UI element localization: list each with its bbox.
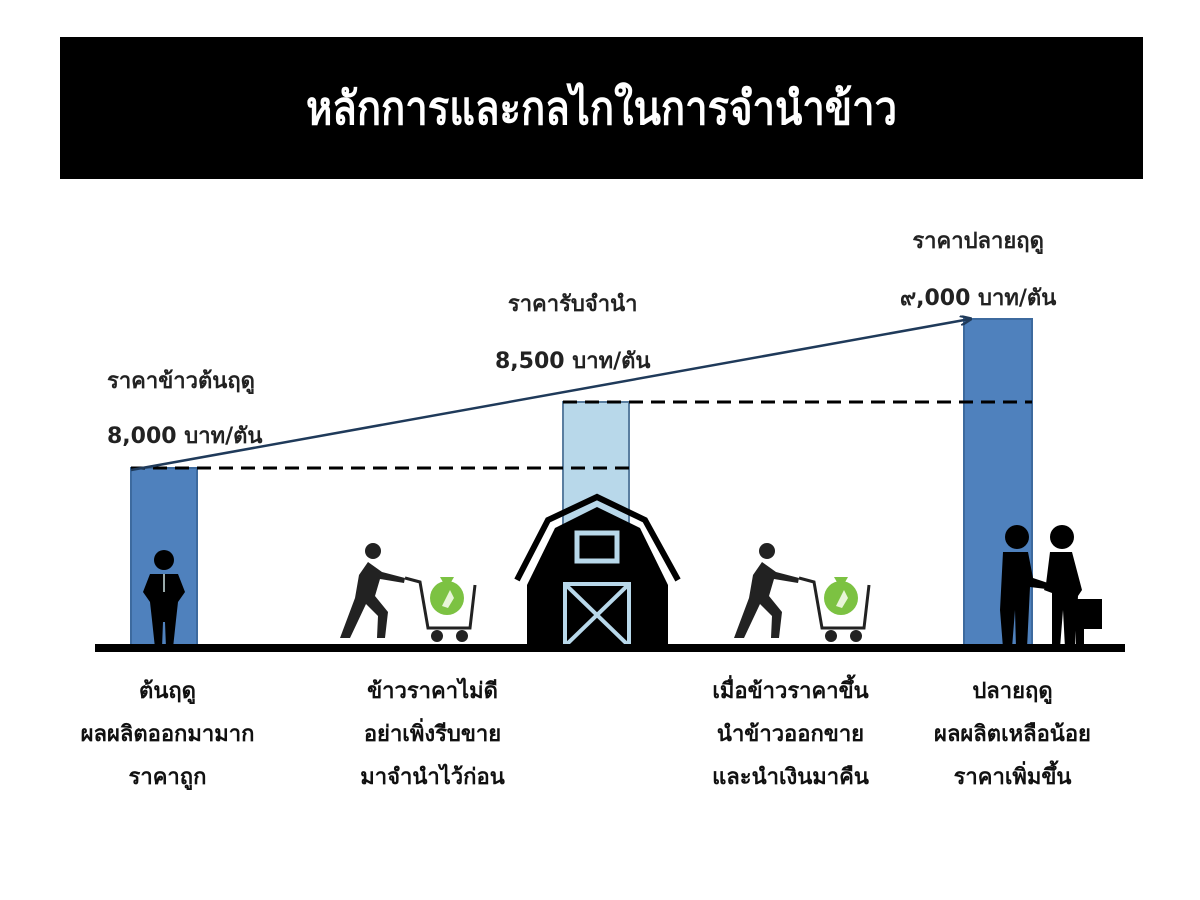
caption-line: ปลายฤดู <box>972 679 1053 704</box>
caption-line: ผลผลิตออกมามาก <box>80 722 255 747</box>
trend-arrow <box>130 319 970 472</box>
price-title-early: ราคาข้าวต้นฤดู <box>107 369 255 394</box>
ground-line <box>95 644 1125 652</box>
caption-line: เมื่อข้าวราคาขึ้น <box>712 679 869 704</box>
price-label-late: ราคาปลายฤดู ๙,000 บาท/ตัน <box>900 223 1056 315</box>
caption-line: มาจำนำไว้ก่อน <box>360 765 505 790</box>
cart-with-rice-bag-icon-1 <box>340 543 477 642</box>
caption-late-season: ปลายฤดู ผลผลิตเหลือน้อย ราคาเพิ่มขึ้น <box>900 670 1125 799</box>
farmer-standing-icon <box>143 550 185 648</box>
caption-line: ต้นฤดู <box>139 679 196 704</box>
caption-line: และนำเงินมาคืน <box>712 765 869 790</box>
price-title-late: ราคาปลายฤดู <box>912 229 1044 254</box>
caption-line: ราคาเพิ่มขึ้น <box>953 765 1072 790</box>
handshake-businessmen-icon <box>1000 525 1102 648</box>
caption-line: ข้าวราคาไม่ดี <box>367 679 498 704</box>
caption-early-season: ต้นฤดู ผลผลิตออกมามาก ราคาถูก <box>50 670 285 799</box>
caption-redeem: เมื่อข้าวราคาขึ้น นำข้าวออกขาย และนำเงิน… <box>683 670 898 799</box>
caption-line: อย่าเพิ่งรีบขาย <box>363 722 502 747</box>
page-title: หลักการและกลไกในการจำนำข้าว <box>305 82 898 136</box>
cart-with-rice-bag-icon-2 <box>734 543 871 642</box>
caption-line: นำข้าวออกขาย <box>716 722 865 747</box>
price-label-early: ราคาข้าวต้นฤดู 8,000 บาท/ตัน <box>107 363 262 453</box>
caption-pledge: ข้าวราคาไม่ดี อย่าเพิ่งรีบขาย มาจำนำไว้ก… <box>325 670 540 799</box>
price-title-pledge: ราคารับจำนำ <box>507 292 638 317</box>
price-value-late: ๙,000 บาท/ตัน <box>900 286 1057 311</box>
price-value-early: 8,000 บาท/ตัน <box>107 424 263 449</box>
caption-line: ราคาถูก <box>128 765 207 790</box>
price-label-pledge: ราคารับจำนำ 8,500 บาท/ตัน <box>495 286 650 378</box>
title-bar: หลักการและกลไกในการจำนำข้าว <box>60 37 1143 179</box>
caption-line: ผลผลิตเหลือน้อย <box>934 722 1091 747</box>
price-value-pledge: 8,500 บาท/ตัน <box>495 349 651 374</box>
barn-icon <box>514 493 681 648</box>
